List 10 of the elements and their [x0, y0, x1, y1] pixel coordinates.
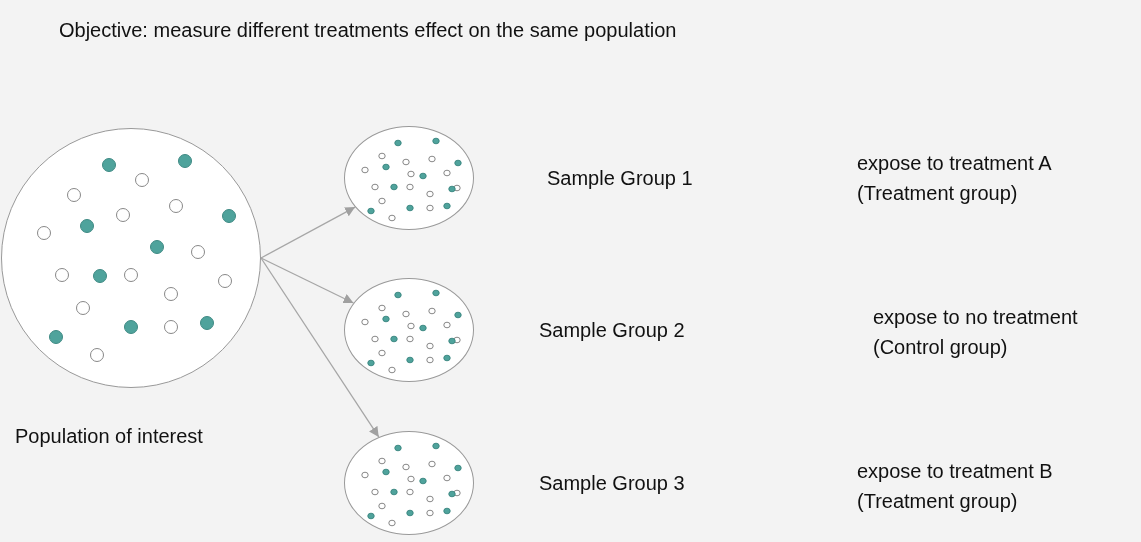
arrow: [260, 206, 356, 259]
treatment-note: expose to treatment B (Treatment group): [857, 459, 1054, 514]
title: Objective: measure different treatments effect on the same population: [59, 18, 677, 43]
group-label: Sample Group 1: [547, 166, 693, 191]
group-label: Sample Group 3: [539, 471, 685, 496]
treatment-note: expose to no treatment (Control group): [873, 305, 1079, 360]
arrow: [260, 257, 380, 438]
treatment-note: expose to treatment A (Treatment group): [857, 151, 1052, 206]
group-label: Sample Group 2: [539, 318, 685, 343]
group-label: Population of interest: [15, 424, 203, 449]
